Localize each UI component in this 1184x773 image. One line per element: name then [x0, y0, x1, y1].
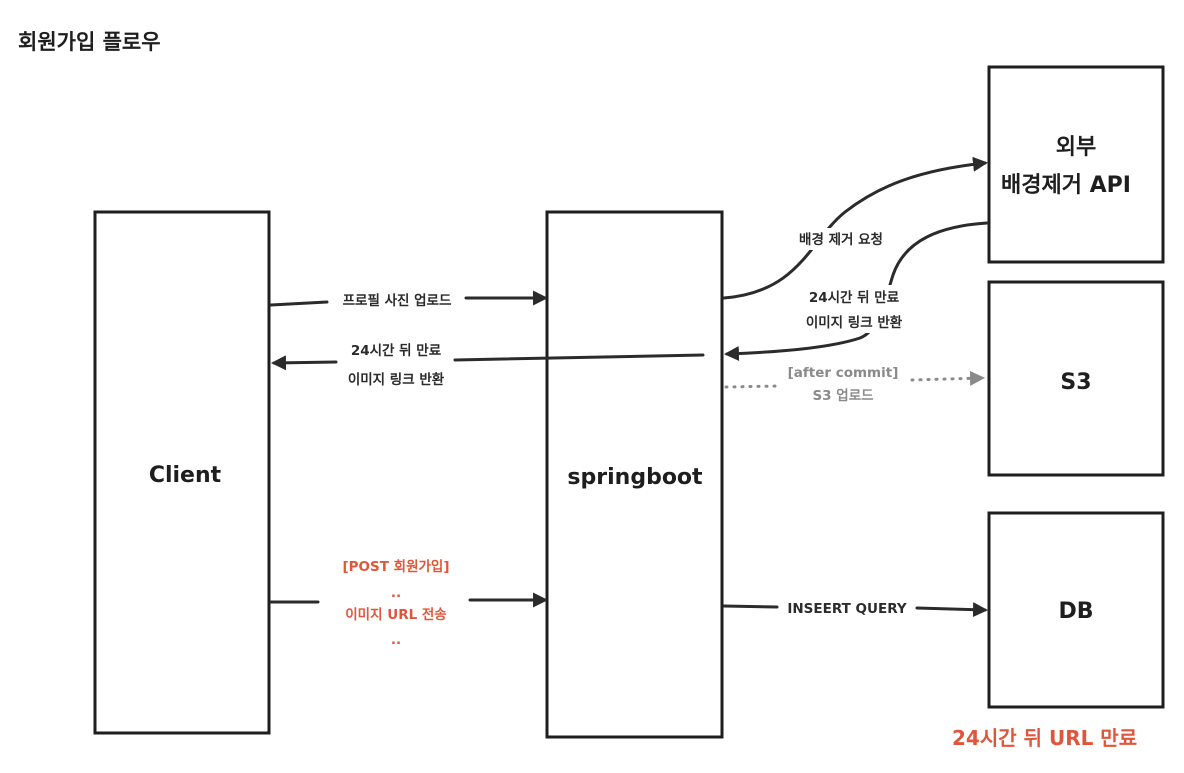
edge-bg-response-label-line2: 이미지 링크 반환 — [806, 314, 903, 331]
edge-upload: 프로필 사진 업로드 — [269, 290, 548, 309]
edge-db-insert: INSEERT QUERY — [722, 601, 988, 618]
edge-s3-label-line1: [after commit] — [788, 365, 899, 381]
edge-s3-upload: [after commit] S3 업로드 — [724, 365, 985, 404]
client-node: Client — [93, 210, 271, 735]
edge-db-label: INSEERT QUERY — [787, 601, 907, 617]
edge-return-client: 24시간 뒤 만료 이미지 링크 반환 — [271, 342, 705, 388]
springboot-label: springboot — [567, 465, 703, 490]
edge-bg-response: 24시간 뒤 만료 이미지 링크 반환 — [724, 221, 989, 362]
edge-return-label-line2: 이미지 링크 반환 — [348, 371, 445, 388]
bg-api-node: 외부 배경제거 API — [987, 65, 1165, 264]
bg-api-label-line1: 외부 — [1056, 135, 1096, 160]
db-label: DB — [1058, 599, 1093, 624]
edge-signup: [POST 회원가입] .. 이미지 URL 전송 .. — [269, 559, 548, 648]
client-label: Client — [149, 463, 222, 488]
edge-bg-request: 배경 제거 요청 — [722, 156, 988, 300]
edge-bg-request-label: 배경 제거 요청 — [799, 231, 883, 248]
edge-signup-label-line4: .. — [391, 632, 401, 648]
edge-signup-label-line1: [POST 회원가입] — [342, 559, 449, 575]
springboot-node: springboot — [545, 210, 724, 739]
edge-signup-label-line2: .. — [391, 585, 401, 601]
url-expiry-note: 24시간 뒤 URL 만료 — [952, 726, 1138, 750]
edge-s3-label-line2: S3 업로드 — [812, 388, 874, 404]
s3-node: S3 — [987, 280, 1165, 477]
edge-upload-label: 프로필 사진 업로드 — [343, 292, 452, 309]
bg-api-label-line2: 배경제거 API — [1001, 173, 1131, 198]
page-title: 회원가입 플로우 — [18, 30, 161, 54]
edge-return-label-line1: 24시간 뒤 만료 — [351, 342, 442, 359]
s3-label: S3 — [1060, 370, 1091, 395]
db-node: DB — [987, 511, 1165, 709]
edge-signup-label-line3: 이미지 URL 전송 — [345, 606, 446, 623]
edge-bg-response-label-line1: 24시간 뒤 만료 — [809, 289, 900, 306]
